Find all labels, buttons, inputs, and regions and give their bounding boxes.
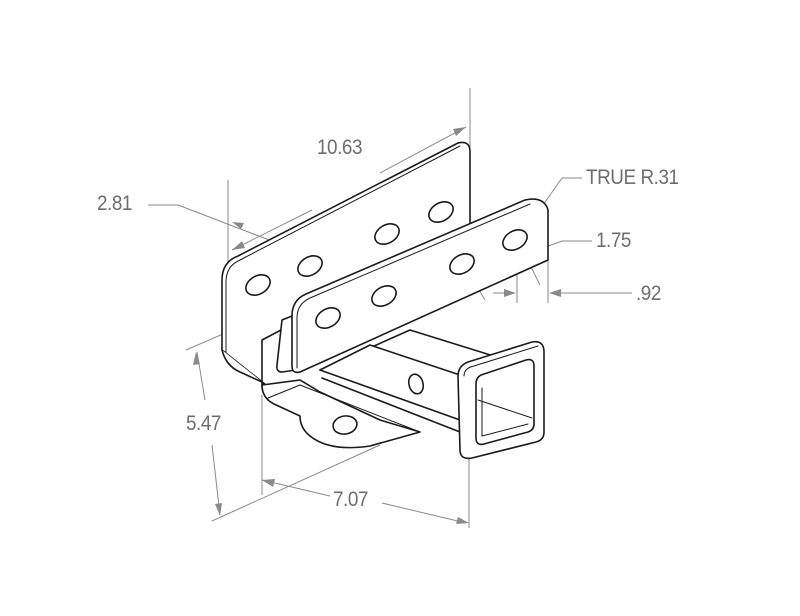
safety-chain-hole <box>332 415 358 435</box>
slot-rear-4 <box>428 201 454 223</box>
receiver-collar <box>457 340 545 460</box>
pin-hole <box>407 373 425 395</box>
dim-slot-radius: TRUE R.31 <box>586 166 679 189</box>
receiver-tube <box>319 329 501 433</box>
dim-bracket-offset: 2.81 <box>97 192 132 215</box>
slot-rear-3 <box>374 223 400 245</box>
dim-overall-width: 10.63 <box>317 136 363 159</box>
slot-rear-1 <box>245 274 271 296</box>
dim-overall-height: 5.47 <box>186 412 221 435</box>
slot-front-4 <box>502 229 528 251</box>
slot-front-1 <box>315 307 341 329</box>
dim-depth: 7.07 <box>333 488 368 511</box>
front-bracket <box>291 198 549 374</box>
slot-front-2 <box>371 285 397 307</box>
slot-rear-2 <box>297 255 323 277</box>
dim-edge-distance: .92 <box>636 282 661 305</box>
dim-slot-spacing: 1.75 <box>596 229 631 252</box>
slot-front-3 <box>449 253 475 275</box>
base-plate <box>261 379 421 449</box>
